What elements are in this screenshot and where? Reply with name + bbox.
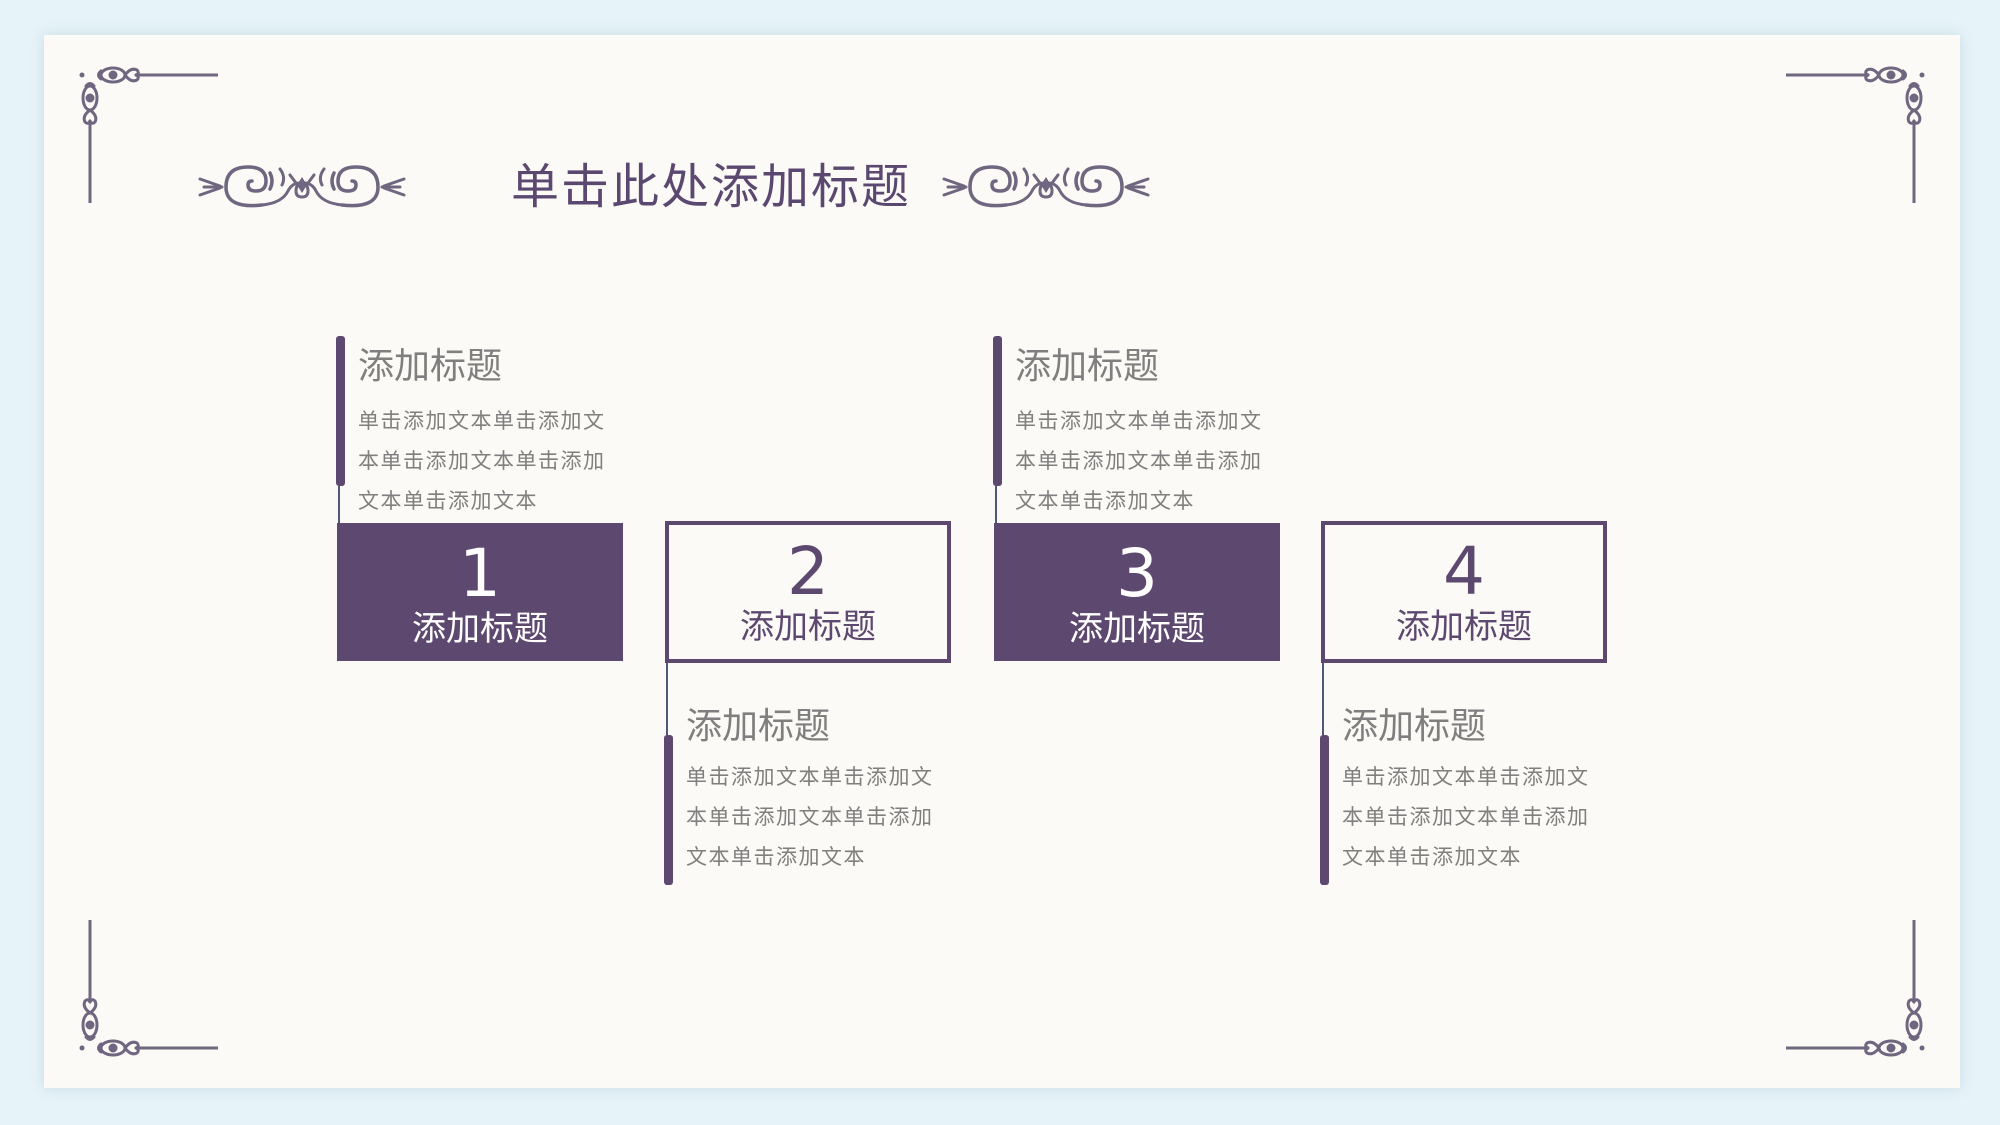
slide: 单击此处添加标题 添加标题 单击添加文本单击添加文 本单击添加文本单击添加 文本…	[44, 35, 1960, 1088]
step-label: 添加标题	[1069, 609, 1205, 649]
card-line: 文本单击添加文本	[686, 845, 866, 869]
step-box-2[interactable]: 2 添加标题	[665, 521, 951, 663]
step-label: 添加标题	[412, 609, 548, 649]
step-number: 2	[787, 533, 829, 610]
card-line: 本单击添加文本单击添加	[1015, 449, 1263, 473]
corner-ornament-bottom-right-icon	[1786, 920, 1926, 1057]
card-body[interactable]: 单击添加文本单击添加文 本单击添加文本单击添加 文本单击添加文本	[686, 757, 946, 877]
step-box-3[interactable]: 3 添加标题	[994, 523, 1280, 661]
accent-bar	[336, 336, 345, 486]
card-line: 本单击添加文本单击添加	[686, 805, 934, 829]
card-line: 单击添加文本单击添加文	[358, 409, 606, 433]
card-line: 本单击添加文本单击添加	[358, 449, 606, 473]
step-number: 3	[1116, 535, 1158, 612]
card-body[interactable]: 单击添加文本单击添加文 本单击添加文本单击添加 文本单击添加文本	[358, 401, 618, 521]
step-number: 4	[1443, 533, 1485, 610]
step-box-1[interactable]: 1 添加标题	[337, 523, 623, 661]
card-line: 文本单击添加文本	[1342, 845, 1522, 869]
slide-title[interactable]: 单击此处添加标题	[511, 159, 912, 215]
flourish-right-icon	[942, 165, 1150, 208]
step-label: 添加标题	[740, 607, 876, 647]
connector-line	[666, 663, 668, 735]
card-title[interactable]: 添加标题	[1342, 706, 1487, 747]
flourish-left-icon	[198, 165, 406, 208]
accent-bar	[664, 735, 673, 885]
card-title[interactable]: 添加标题	[686, 706, 831, 747]
accent-bar	[993, 336, 1002, 486]
card-line: 文本单击添加文本	[1015, 489, 1195, 513]
corner-ornament-top-right-icon	[1786, 66, 1926, 203]
card-line: 本单击添加文本单击添加	[1342, 805, 1590, 829]
step-number: 1	[459, 535, 501, 612]
step-box-4[interactable]: 4 添加标题	[1321, 521, 1607, 663]
connector-line	[995, 486, 997, 558]
card-line: 文本单击添加文本	[358, 489, 538, 513]
card-body[interactable]: 单击添加文本单击添加文 本单击添加文本单击添加 文本单击添加文本	[1342, 757, 1602, 877]
card-line: 单击添加文本单击添加文	[1015, 409, 1263, 433]
card-title[interactable]: 添加标题	[1015, 346, 1160, 387]
card-line: 单击添加文本单击添加文	[1342, 765, 1590, 789]
step-label: 添加标题	[1396, 607, 1532, 647]
connector-line	[1322, 663, 1324, 735]
card-title[interactable]: 添加标题	[358, 346, 503, 387]
connector-line	[338, 486, 340, 558]
corner-ornament-bottom-left-icon	[78, 920, 218, 1057]
card-line: 单击添加文本单击添加文	[686, 765, 934, 789]
card-body[interactable]: 单击添加文本单击添加文 本单击添加文本单击添加 文本单击添加文本	[1015, 401, 1275, 521]
accent-bar	[1320, 735, 1329, 885]
